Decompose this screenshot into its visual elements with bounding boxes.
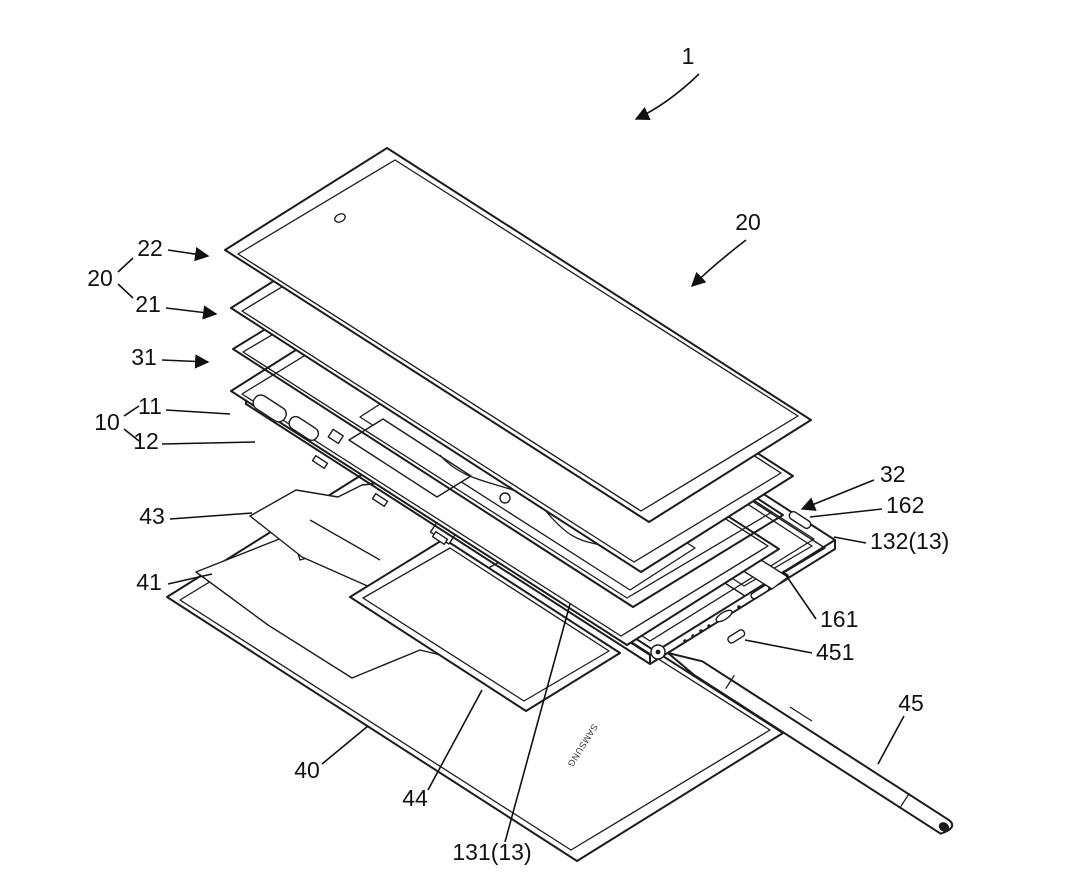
pen-nib-line xyxy=(725,674,735,690)
label-frame-upper: 132(13) xyxy=(870,528,949,554)
label-display-group-left: 20 xyxy=(87,265,113,291)
label-sheet: 32 xyxy=(880,461,906,487)
label-window-glass: 22 xyxy=(137,235,163,261)
label-display-panel: 21 xyxy=(135,291,161,317)
leader-lines xyxy=(117,73,905,843)
leader-132 xyxy=(833,536,867,544)
leader-21 xyxy=(165,305,218,320)
leader-11 xyxy=(165,409,231,415)
label-display-group-right: 20 xyxy=(735,209,761,235)
brace-20-left xyxy=(117,257,134,299)
leader-31 xyxy=(161,354,210,369)
edge-tabs xyxy=(311,454,449,546)
usb-port xyxy=(715,609,733,623)
brace-10 xyxy=(123,405,140,442)
pen-hole-center xyxy=(655,649,661,655)
leader-162 xyxy=(809,508,883,518)
leader-45 xyxy=(877,715,905,765)
sim-tray xyxy=(788,510,812,530)
label-front-case: 11 xyxy=(138,393,162,419)
label-bracket: 31 xyxy=(131,344,157,370)
leader-44 xyxy=(427,689,483,791)
sensor-block xyxy=(327,428,344,445)
label-back-cover: 40 xyxy=(294,757,320,783)
pen-end-button xyxy=(938,822,950,832)
label-frame-lower: 131(13) xyxy=(452,839,531,865)
screw-boss xyxy=(499,492,511,504)
leader-12 xyxy=(161,441,256,445)
label-upper-board: 162 xyxy=(886,492,924,518)
leader-22 xyxy=(167,246,210,262)
leader-161 xyxy=(782,570,817,620)
speaker-holes xyxy=(683,624,711,643)
label-battery: 44 xyxy=(402,785,428,811)
label-shield-lower: 41 xyxy=(136,569,162,595)
pen-cap-line xyxy=(900,792,910,808)
reference-numerals: 1 22 20 21 31 10 11 12 43 41 40 44 131(1… xyxy=(87,43,949,865)
camera-module-2 xyxy=(288,415,320,441)
mic-hole xyxy=(737,605,741,609)
stylus-pen xyxy=(667,652,954,835)
label-pen-holder: 451 xyxy=(816,639,854,665)
window-glass-layer xyxy=(224,147,812,523)
camera-module xyxy=(252,394,287,423)
leader-131 xyxy=(504,603,571,843)
leader-32 xyxy=(800,479,875,511)
camera-hole xyxy=(334,213,346,223)
label-fig-number: 1 xyxy=(682,43,695,69)
label-stylus-pen: 45 xyxy=(898,690,924,716)
stylus-holder xyxy=(727,629,746,644)
leader-41 xyxy=(167,573,213,585)
label-mid-plate: 12 xyxy=(133,428,159,454)
pen-side-button xyxy=(789,706,813,722)
label-shield-upper: 43 xyxy=(139,503,165,529)
leader-20-right xyxy=(690,239,747,287)
leader-1 xyxy=(634,73,700,121)
label-housing-group: 10 xyxy=(94,409,120,435)
leader-451 xyxy=(744,639,813,654)
leader-43 xyxy=(169,512,253,520)
leader-40 xyxy=(321,725,369,765)
label-lower-board: 161 xyxy=(820,606,858,632)
